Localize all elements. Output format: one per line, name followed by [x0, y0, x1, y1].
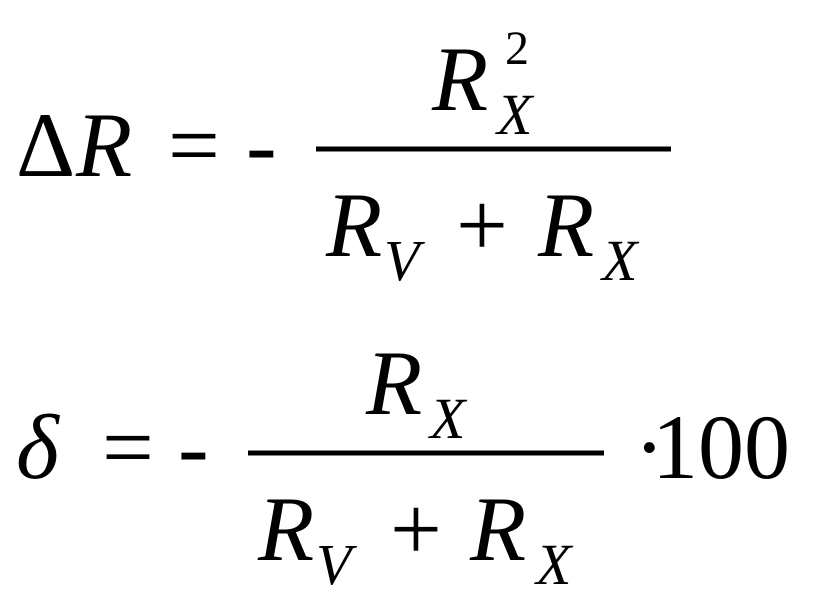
- eq1-numerator-superscript: 2: [505, 22, 529, 75]
- eq2-lhs-variable: δ: [16, 396, 60, 498]
- eq2-multiplier-value: 100: [652, 396, 790, 498]
- eq1-numerator-base: R: [431, 28, 488, 130]
- eq2-multiplication-dot: ·: [634, 396, 665, 498]
- eq1-denominator-term1-subscript: V: [384, 228, 426, 293]
- equation-delta-r: Δ R = - R 2 X R V + R X: [16, 22, 671, 293]
- equation-delta-percent: δ = - R X R V + R X · 100: [16, 332, 790, 597]
- eq1-denominator-term2-base: R: [537, 174, 594, 276]
- eq2-denominator-plus: +: [390, 478, 442, 580]
- eq2-numerator-subscript: X: [428, 386, 468, 451]
- eq1-denominator-term2-subscript: X: [600, 228, 640, 293]
- eq1-denominator-term1-base: R: [325, 174, 382, 276]
- eq1-minus-sign: -: [246, 94, 277, 196]
- eq2-numerator-base: R: [365, 332, 422, 434]
- eq2-denominator-term2-subscript: X: [534, 532, 574, 597]
- eq2-equals-sign: =: [102, 396, 154, 498]
- eq2-denominator-term2-base: R: [469, 478, 526, 580]
- eq1-denominator-plus: +: [456, 174, 508, 276]
- eq1-numerator-subscript: X: [495, 82, 535, 147]
- eq1-equals-sign: =: [168, 94, 220, 196]
- eq2-denominator-term1-subscript: V: [316, 532, 358, 597]
- eq1-delta-symbol: Δ: [16, 94, 75, 196]
- eq2-minus-sign: -: [178, 396, 209, 498]
- eq2-denominator-term1-base: R: [257, 478, 314, 580]
- eq1-lhs-variable: R: [75, 94, 132, 196]
